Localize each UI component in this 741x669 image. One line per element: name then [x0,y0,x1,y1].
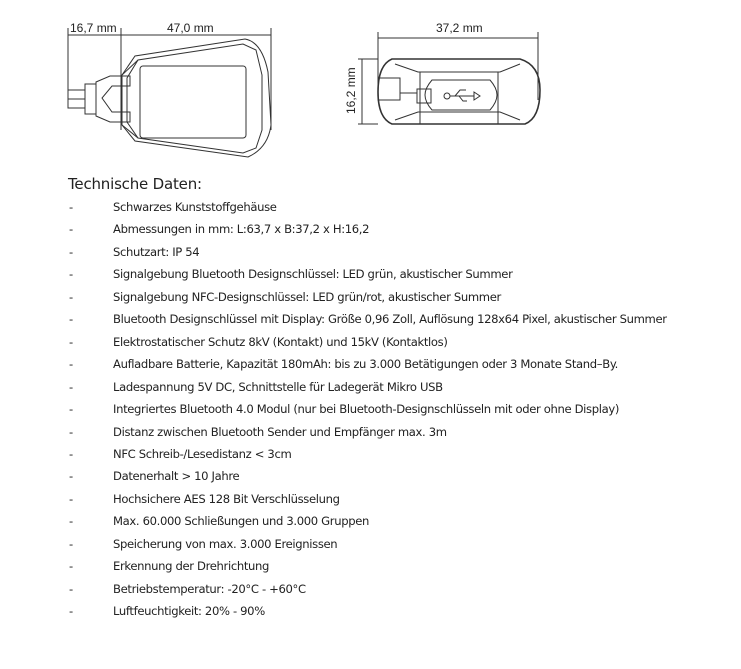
dim-label-16-2: 16,2 mm [344,67,358,114]
spec-text: Aufladbare Batterie, Kapazität 180mAh: b… [113,357,619,372]
bullet-dash: - [69,222,73,237]
spec-text: Hochsichere AES 128 Bit Verschlüsselung [113,491,340,506]
side-view-drawing: 16,7 mm 47,0 mm [67,21,272,158]
bullet-dash: - [69,267,73,282]
usb-icon [443,89,481,102]
technical-drawings: 16,7 mm 47,0 mm 37,2 mm 16,2 mm [67,21,541,158]
bullet-dash: - [69,244,73,259]
bullet-dash: - [69,312,73,327]
spec-item: - Datenerhalt > 10 Jahre [0,465,673,487]
section-heading: Technische Daten: [68,175,202,193]
bullet-dash: - [69,581,73,596]
spec-text: Ladespannung 5V DC, Schnittstelle für La… [113,379,443,394]
spec-item: - Schwarzes Kunststoffgehäuse [0,196,673,218]
spec-text: Schutzart: IP 54 [113,244,200,259]
spec-text: Erkennung der Drehrichtung [113,559,270,574]
spec-item: - Ladespannung 5V DC, Schnittstelle für L… [0,376,673,398]
bullet-dash: - [69,379,73,394]
spec-text: Elektrostatischer Schutz 8kV (Kontakt) u… [113,334,448,349]
bullet-dash: - [69,559,73,574]
bullet-dash: - [69,289,73,304]
spec-text: Luftfeuchtigkeit: 20% - 90% [113,604,265,619]
bullet-dash: - [69,424,73,439]
bullet-dash: - [69,491,73,506]
spec-item: - Signalgebung NFC-Designschlüssel: LED g… [0,286,673,308]
spec-item: - Luftfeuchtigkeit: 20% - 90% [0,600,673,622]
spec-list: - Schwarzes Kunststoffgehäuse - Abmessungen… [0,196,673,623]
bullet-dash: - [69,514,73,529]
spec-item: - Betriebstemperatur: -20°C - +60°C [0,578,673,600]
spec-item: - Bluetooth Designschlüssel mit Display: … [0,308,673,330]
spec-item: - Erkennung der Drehrichtung [0,555,673,577]
dim-label-16-7: 16,7 mm [70,21,117,35]
spec-item: - Aufladbare Batterie, Kapazität 180mAh: … [0,353,673,375]
spec-text: Datenerhalt > 10 Jahre [113,469,240,484]
spec-item: - Abmessungen in mm: L:63,7 x B:37,2 x H:… [0,218,673,240]
spec-text: Speicherung von max. 3.000 Ereignissen [113,536,338,551]
spec-text: Distanz zwischen Bluetooth Sender und Em… [113,424,447,439]
bullet-dash: - [69,469,73,484]
spec-text: Abmessungen in mm: L:63,7 x B:37,2 x H:1… [113,222,370,237]
spec-text: NFC Schreib-/Lesedistanz < 3cm [113,446,292,461]
spec-item: - Hochsichere AES 128 Bit Verschlüsselung [0,488,673,510]
spec-item: - Signalgebung Bluetooth Designschlüssel:… [0,263,673,285]
spec-text: Schwarzes Kunststoffgehäuse [113,200,277,214]
bullet-dash: - [69,334,73,349]
spec-item: - Max. 60.000 Schließungen und 3.000 Grup… [0,510,673,532]
bullet-dash: - [69,402,73,417]
spec-text: Betriebstemperatur: -20°C - +60°C [113,581,306,596]
dim-label-37-2: 37,2 mm [436,21,483,35]
spec-item: - Speicherung von max. 3.000 Ereignissen [0,533,673,555]
spec-text: Bluetooth Designschlüssel mit Display: G… [113,312,667,327]
spec-item: - Distanz zwischen Bluetooth Sender und E… [0,421,673,443]
dim-label-47-0: 47,0 mm [167,21,214,35]
spec-item: - NFC Schreib-/Lesedistanz < 3cm [0,443,673,465]
bullet-dash: - [69,604,73,619]
spec-item: - Integriertes Bluetooth 4.0 Modul (nur b… [0,398,673,420]
bullet-dash: - [69,536,73,551]
bullet-dash: - [69,357,73,372]
spec-text: Integriertes Bluetooth 4.0 Modul (nur be… [113,402,620,417]
bullet-dash: - [69,200,73,214]
spec-item: - Elektrostatischer Schutz 8kV (Kontakt) … [0,331,673,353]
spec-item: - Schutzart: IP 54 [0,241,673,263]
bullet-dash: - [69,446,73,461]
spec-text: Max. 60.000 Schließungen und 3.000 Grupp… [113,514,369,529]
spec-text: Signalgebung NFC-Designschlüssel: LED gr… [113,289,501,304]
front-view-drawing: 37,2 mm 16,2 mm [344,21,541,125]
spec-text: Signalgebung Bluetooth Designschlüssel: … [113,267,513,282]
